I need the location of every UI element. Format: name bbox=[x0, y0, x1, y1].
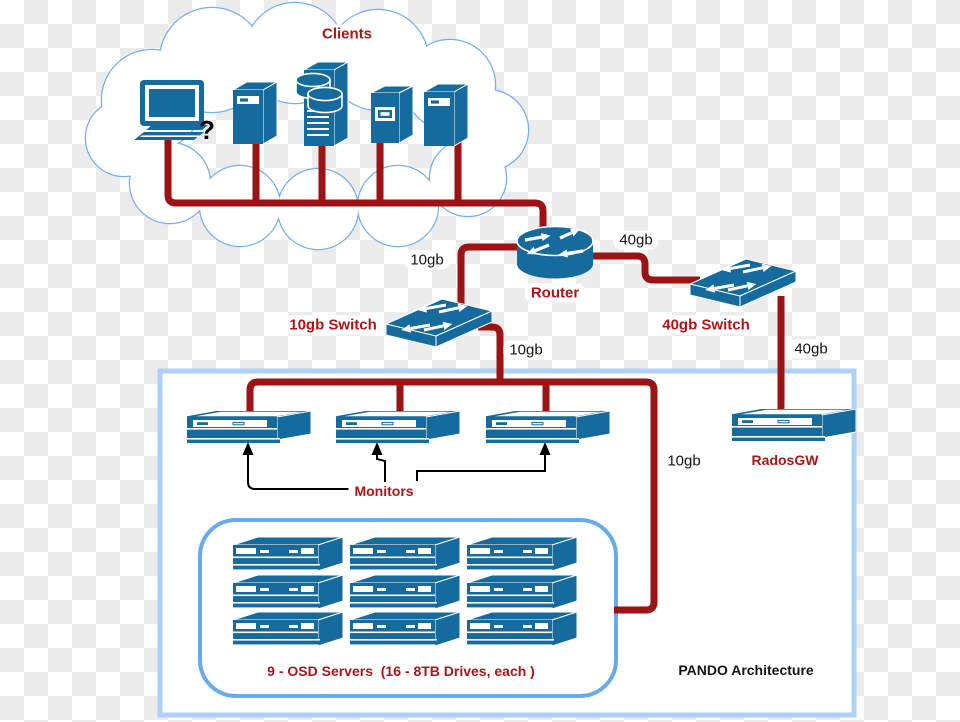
osd-server-icon bbox=[467, 537, 577, 572]
link-label-router-switch10: 10gb bbox=[404, 250, 450, 270]
osd-server-icon bbox=[350, 537, 460, 572]
link-label-bus-osd: 10gb bbox=[661, 451, 707, 471]
switch-10gb-label: 10gb Switch bbox=[283, 315, 383, 335]
monitors-label: Monitors bbox=[348, 481, 420, 501]
osd-server-icon bbox=[233, 575, 343, 610]
link-label-switch40-radosgw: 40gb bbox=[788, 339, 834, 359]
architecture-title: PANDO Architecture bbox=[672, 660, 820, 680]
network-cables bbox=[164, 136, 785, 614]
link-label-switch10-bus: 10gb bbox=[503, 340, 549, 360]
osd-server-icon bbox=[467, 575, 577, 610]
cable-clients-bus bbox=[164, 136, 547, 238]
question-mark: ? bbox=[199, 115, 215, 146]
osd-server-icon bbox=[350, 612, 460, 647]
cable-monitor-bus bbox=[246, 378, 658, 614]
clients-label: Clients bbox=[315, 24, 379, 44]
osd-server-icon bbox=[350, 575, 460, 610]
osd-server-icon bbox=[233, 537, 343, 572]
switch-10gb-icon bbox=[384, 297, 494, 348]
router-icon bbox=[515, 226, 595, 280]
monitors-annotation-arrows bbox=[242, 442, 551, 490]
server-icon bbox=[233, 81, 278, 144]
radosgw-label: RadosGW bbox=[745, 450, 825, 470]
server-icon bbox=[424, 83, 469, 146]
cable-router-switch40 bbox=[592, 252, 700, 284]
server-icon bbox=[371, 85, 414, 143]
database-server-icon bbox=[296, 61, 349, 146]
osd-server-icon bbox=[233, 612, 343, 647]
link-label-router-switch40: 40gb bbox=[613, 230, 659, 250]
switch-40gb-label: 40gb Switch bbox=[656, 315, 756, 335]
cable-router-switch10 bbox=[457, 243, 520, 305]
osd-servers-label: 9 - OSD Servers (16 - 8TB Drives, each ) bbox=[261, 661, 541, 681]
cable-switch10-bus bbox=[478, 323, 504, 381]
router-label: Router bbox=[524, 283, 586, 303]
osd-server-icon bbox=[467, 612, 577, 647]
